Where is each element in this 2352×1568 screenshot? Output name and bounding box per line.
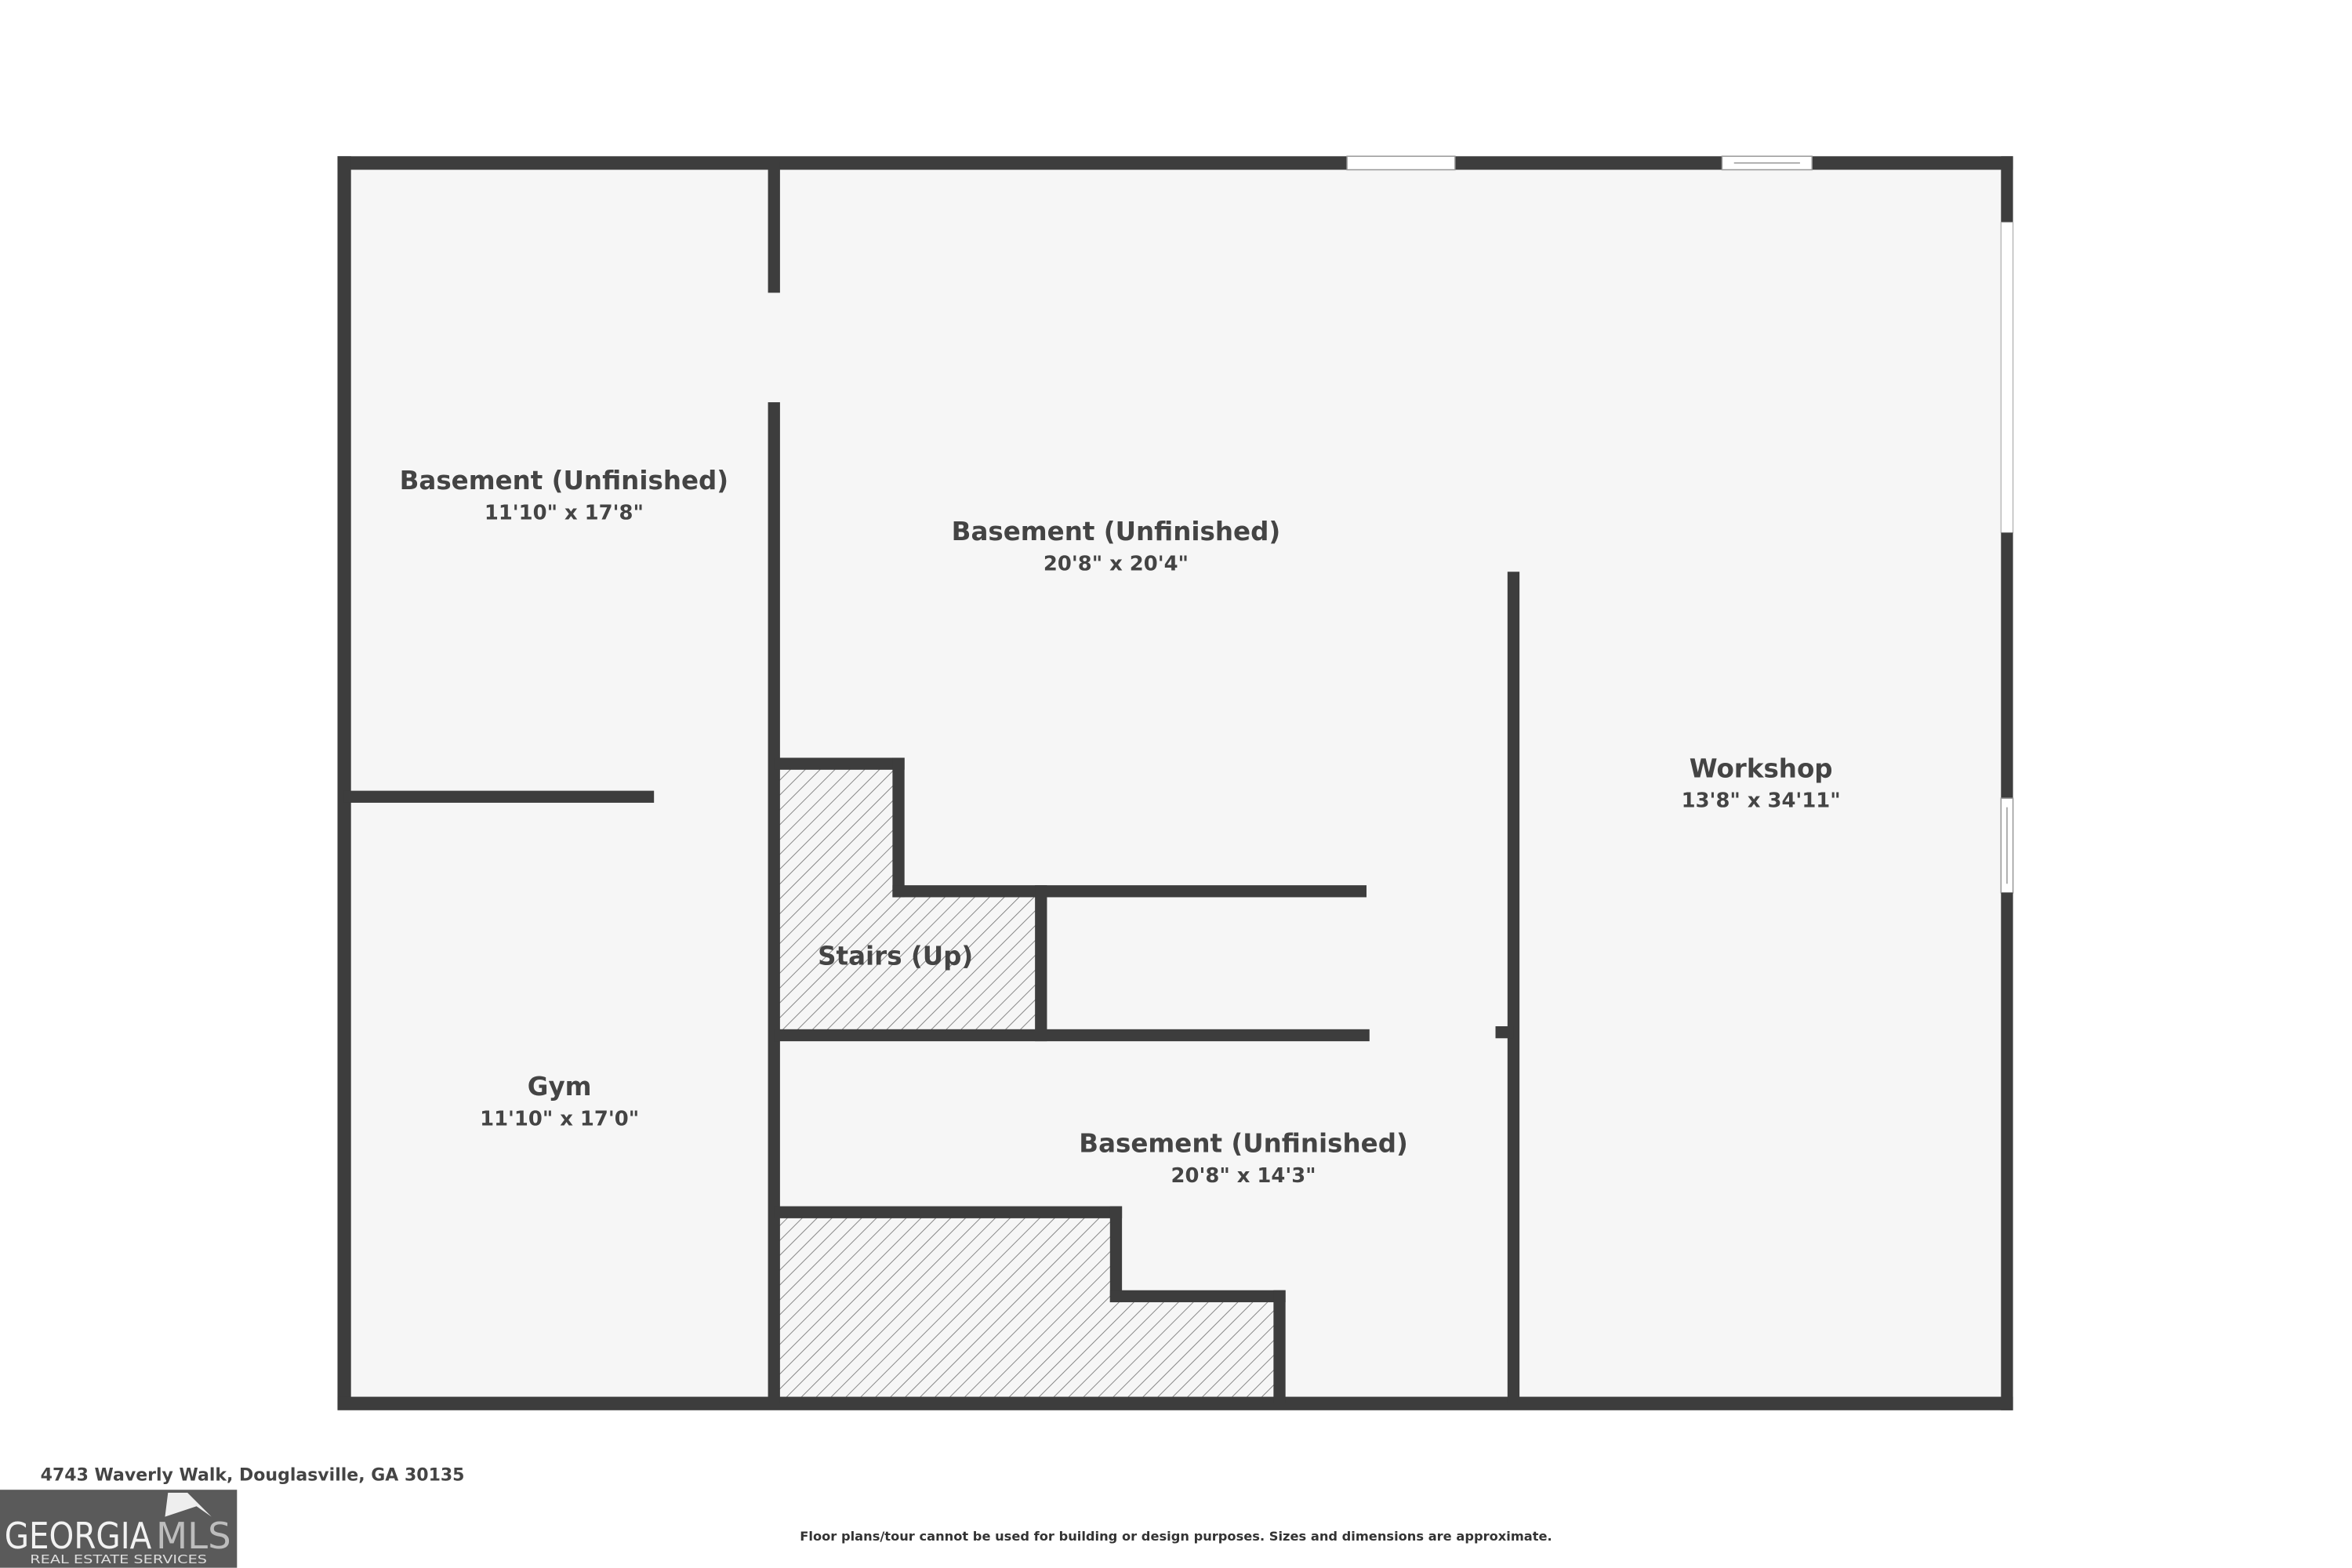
room-name: Gym [528, 1072, 592, 1102]
opening [2000, 221, 2014, 534]
room-name: Basement (Unfinished) [400, 466, 729, 495]
room-dims: 20'8" x 14'3" [1171, 1164, 1316, 1188]
room-dims: 13'8" x 34'11" [1682, 789, 1841, 813]
room-name: Basement (Unfinished) [952, 517, 1281, 546]
room-name: Stairs (Up) [818, 942, 973, 971]
georgia-mls-logo: GEORGIA MLS REAL ESTATE SERVICES [0, 1490, 238, 1568]
room-basement-2: Basement (Unfinished) 20'8" x 20'4" [952, 517, 1281, 575]
room-stairs: Stairs (Up) [818, 942, 973, 971]
disclaimer: Floor plans/tour cannot be used for buil… [800, 1529, 1552, 1544]
room-workshop: Workshop 13'8" x 34'11" [1682, 753, 1841, 812]
window [1346, 155, 1456, 171]
room-dims: 20'8" x 20'4" [1044, 552, 1189, 575]
stairs-hatch [898, 891, 1041, 1036]
room-gym: Gym 11'10" x 17'0" [480, 1072, 639, 1131]
property-address: 4743 Waverly Walk, Douglasville, GA 3013… [41, 1466, 465, 1486]
stairs-hatch [774, 764, 899, 1036]
room-name: Basement (Unfinished) [1079, 1129, 1408, 1159]
floor-area [343, 162, 2007, 1403]
room-name: Workshop [1690, 753, 1833, 783]
room-basement-3: Basement (Unfinished) 20'8" x 14'3" [1079, 1129, 1408, 1188]
logo-text: GEORGIA [5, 1515, 152, 1557]
logo-accent: MLS [156, 1515, 231, 1557]
room-dims: 11'10" x 17'0" [480, 1107, 639, 1131]
walls [337, 155, 2014, 1410]
room-basement-1: Basement (Unfinished) 11'10" x 17'8" [400, 466, 729, 524]
room-dims: 11'10" x 17'8" [485, 501, 644, 524]
storage-hatch [774, 1212, 1280, 1403]
logo-subtitle: REAL ESTATE SERVICES [30, 1552, 207, 1566]
